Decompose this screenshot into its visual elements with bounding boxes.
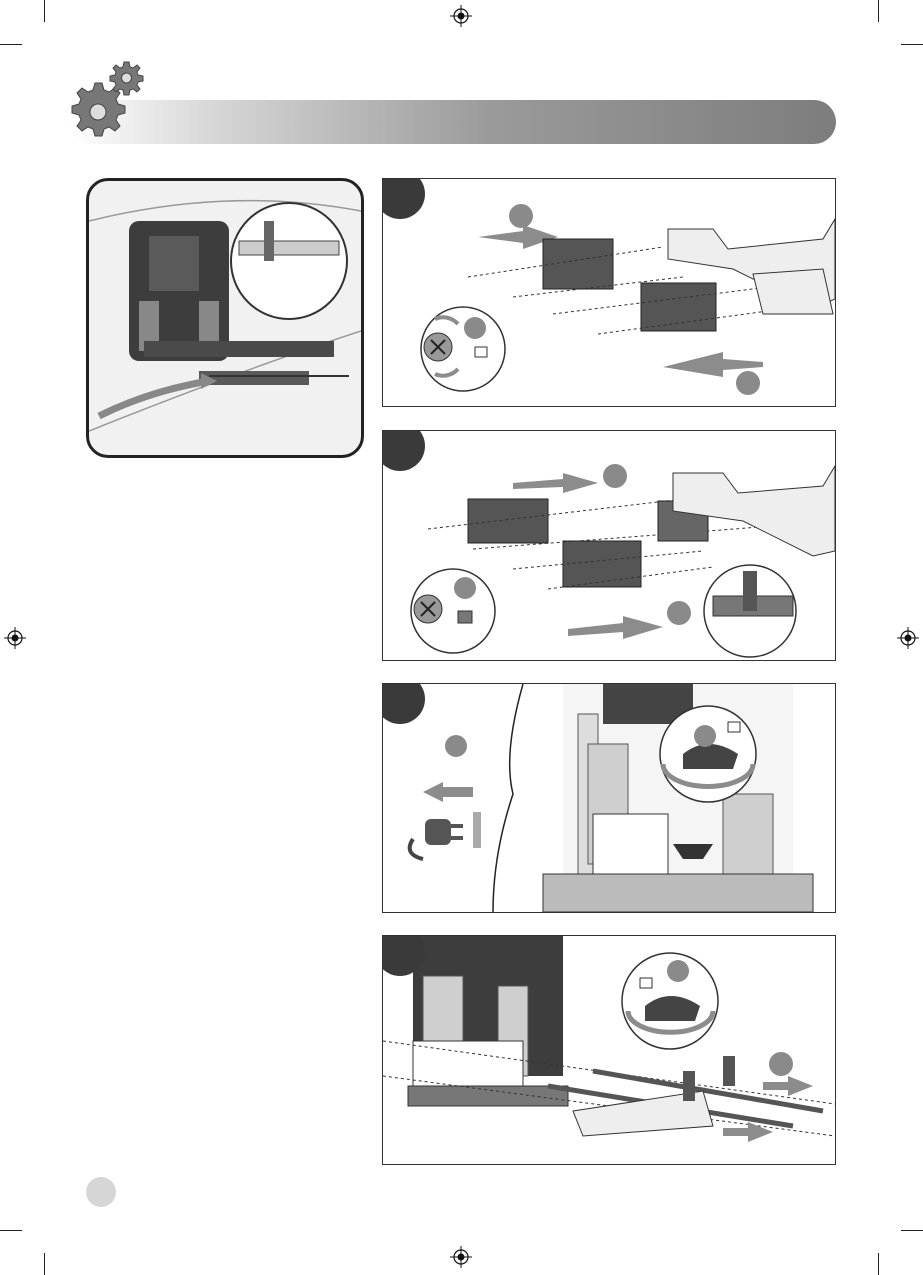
registration-mark-icon — [450, 1246, 472, 1268]
intro-illustration — [86, 178, 364, 458]
gears-icon — [58, 56, 158, 156]
remove-guide-rails-illustration — [383, 179, 835, 406]
router-with-guide-illustration — [89, 181, 361, 455]
unplug-and-loosen-illustration — [383, 684, 835, 912]
padlock-closed-icon — [458, 611, 472, 623]
insert-guide-rods-illustration — [383, 936, 835, 1164]
crop-mark — [878, 1253, 879, 1275]
install-guide-rails-illustration — [383, 431, 835, 660]
registration-mark-icon — [4, 627, 26, 649]
crop-mark — [901, 1230, 923, 1231]
crop-mark — [878, 0, 879, 22]
padlock-open-icon — [475, 347, 487, 357]
step-1-panel — [382, 178, 836, 407]
section-header-bar — [70, 100, 836, 144]
crop-mark — [0, 1230, 22, 1231]
step-2-panel — [382, 430, 836, 661]
sub-step-badge — [509, 204, 533, 228]
step-4-panel — [382, 935, 836, 1165]
crop-mark — [44, 1253, 45, 1275]
registration-mark-icon — [897, 627, 919, 649]
crop-mark — [901, 44, 923, 45]
page-number-badge — [86, 1177, 116, 1207]
registration-mark-icon — [450, 5, 472, 27]
step-3-panel — [382, 683, 836, 913]
crop-mark — [0, 44, 22, 45]
crop-mark — [44, 0, 45, 22]
plug-disconnect-icon — [410, 812, 481, 859]
